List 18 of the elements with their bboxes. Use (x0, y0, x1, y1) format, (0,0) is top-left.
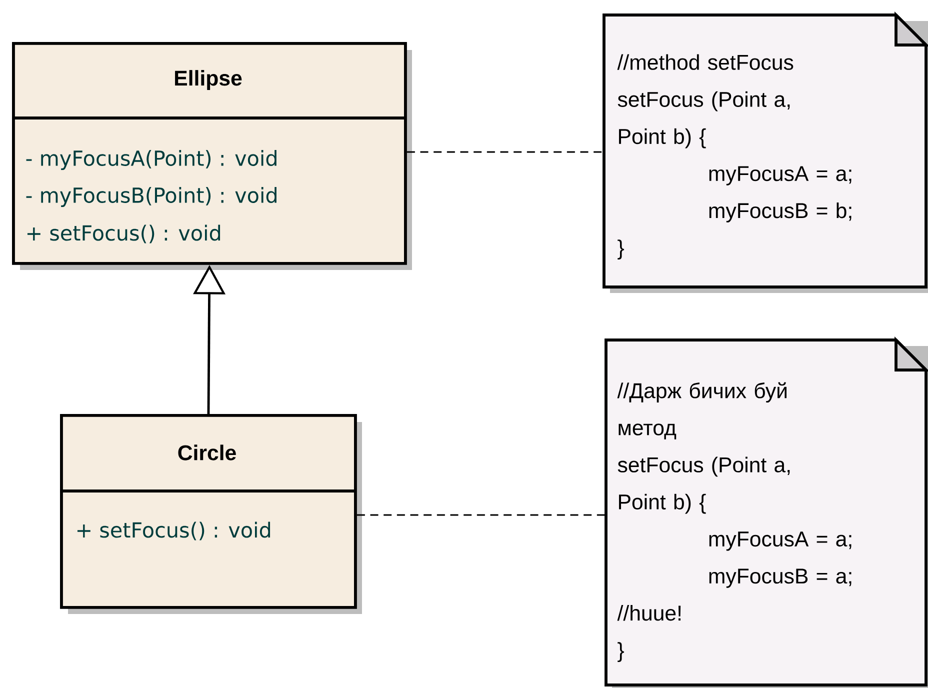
class-box (12, 42, 412, 270)
note-link (356, 514, 606, 516)
note-text: } (618, 240, 624, 260)
operation-text: - myFocusB(Point) : void (26, 187, 276, 207)
note-text: myFocusB = b; (709, 202, 852, 222)
operation-text: - myFocusA(Point) : void (26, 150, 276, 170)
class-name: Circle (178, 444, 236, 460)
note-link (406, 151, 604, 153)
note-text: myFocusA = a; (709, 532, 852, 551)
note-text: } (618, 642, 624, 662)
class-name: Ellipse (175, 70, 242, 90)
note-text: myFocusB = a; (709, 568, 852, 588)
note-text: //huue! (617, 605, 681, 621)
operation-text: + setFocus() : void (77, 522, 270, 540)
note-text: myFocusA = a; (709, 166, 852, 186)
operation-text: + setFocus() : void (27, 224, 220, 244)
note-text: //method setFocus (617, 54, 794, 70)
class-box (60, 414, 362, 614)
